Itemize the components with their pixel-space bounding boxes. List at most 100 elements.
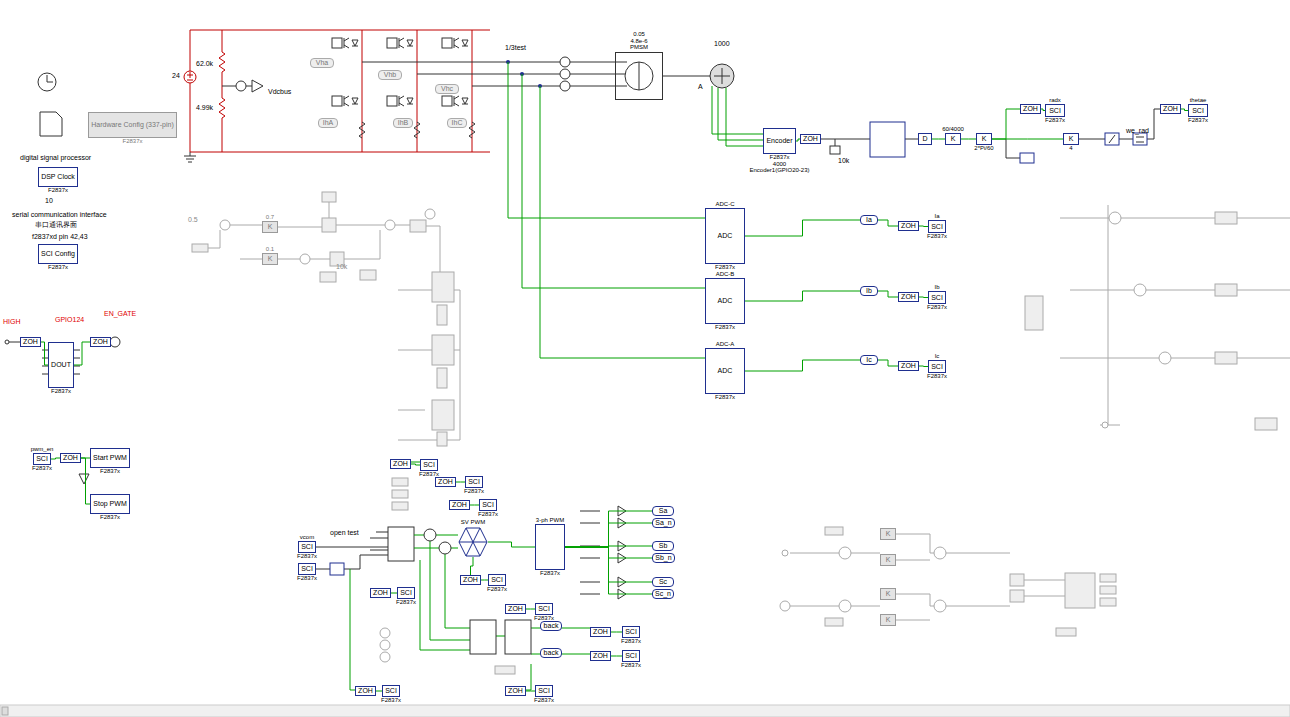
signal-wire: [992, 139, 1063, 140]
heading-stack: Ia: [934, 213, 939, 220]
block-label: DSP Clock: [40, 173, 76, 181]
block-label: K: [885, 616, 892, 624]
caption-stack: F2837x: [32, 465, 52, 472]
hexagon-outline: [458, 527, 488, 557]
annotation-text: open test: [330, 529, 359, 537]
disabled-block: F2837xHardware Config (337-pin): [88, 112, 177, 138]
annotation-text: 10: [45, 197, 53, 205]
function-block: ZOH: [505, 604, 526, 614]
signal-wire: [488, 542, 535, 547]
signal-wire: [565, 511, 652, 547]
block-label: K: [1068, 135, 1075, 143]
annotation-text: 0.5: [188, 216, 198, 224]
block-label: ZOH: [802, 135, 819, 143]
signal-wire: [611, 656, 622, 657]
caption-stack: F2837x: [51, 388, 71, 395]
block-label: ZOH: [1162, 105, 1179, 113]
function-block: F2837xStart PWM: [90, 448, 130, 468]
function-block: ZOH: [370, 588, 391, 598]
heading-stack: 0.1: [266, 246, 274, 253]
block-caption: F2837x: [715, 264, 735, 271]
annotation-text: 24: [172, 72, 180, 80]
block-label: Vhb: [383, 71, 397, 79]
signal-wire: [526, 691, 535, 692]
caption-stack: F2837x: [487, 586, 507, 593]
function-block: F2837xDOUT: [48, 342, 74, 388]
signal-wire: [878, 291, 898, 297]
caption-stack: F2837x: [927, 304, 947, 311]
disabled-block: K: [880, 554, 896, 566]
disabled-block: K: [880, 614, 896, 626]
caption-stack: F2837x: [540, 570, 560, 577]
function-block: F2837x4000Encoder1(GPIO20-23)Encoder: [763, 128, 796, 154]
block-heading: 0.05: [633, 31, 645, 38]
signal-wire: [932, 139, 945, 140]
block-heading: ADC-B: [716, 271, 735, 278]
block-label: SCI: [537, 687, 551, 695]
block-label: SCI: [481, 501, 495, 509]
block-label: K: [267, 223, 274, 231]
block-label: ZOH: [62, 454, 79, 462]
disabled-block: 0.1K: [262, 253, 278, 265]
disabled-block: K: [880, 528, 896, 540]
block-label: ZOH: [1022, 105, 1039, 113]
block-label: SCI: [35, 455, 49, 463]
caption-stack: 2*Pi/60: [974, 145, 993, 152]
annotation-text: 10k: [838, 157, 849, 165]
caption-stack: F2837x4000Encoder1(GPIO20-23): [749, 154, 809, 174]
block-caption: F2837x: [1188, 117, 1208, 124]
caption-stack: F2837x: [478, 511, 498, 518]
block-label: IhB: [397, 119, 410, 127]
annotation-text: EN_GATE: [104, 310, 136, 318]
block-heading: vcom: [300, 534, 314, 541]
signal-wire: [470, 505, 479, 506]
caption-stack: F2837x: [100, 514, 120, 521]
block-label: Stop PWM: [92, 500, 127, 508]
block-caption: F2837x: [100, 468, 120, 475]
disabled-signal-tag: IhA: [318, 118, 338, 128]
block-caption: F2837x: [621, 662, 641, 669]
signal-wire: [51, 458, 60, 459]
signal-wire: [878, 360, 898, 366]
caption-stack: F2837x: [48, 187, 68, 194]
block-label: ZOH: [900, 222, 917, 230]
function-block: 3-ph PWMF2837x: [535, 524, 565, 570]
heading-stack: radx: [1049, 97, 1061, 104]
heading-stack: vcom: [300, 534, 314, 541]
annotation-text: we_rad: [1126, 127, 1149, 135]
block-label: Sc_n: [654, 590, 672, 598]
caption-stack: F2837x: [715, 394, 735, 401]
function-block: D: [918, 133, 932, 145]
block-caption: F2837x: [122, 138, 142, 145]
heading-stack: ADC-C: [716, 201, 735, 208]
block-label: ZOH: [372, 589, 389, 597]
block-label: Encoder: [765, 137, 793, 145]
function-block: ZOH: [590, 651, 611, 661]
block-heading: radx: [1049, 97, 1061, 104]
block-heading: Ia: [934, 213, 939, 220]
block-label: back: [543, 649, 560, 657]
block-label: SCI: [467, 478, 481, 486]
block-heading: SV PWM: [461, 519, 485, 526]
caption-stack: F2837x: [396, 599, 416, 606]
block-label: Sb: [658, 542, 669, 550]
block-label: back: [543, 622, 560, 630]
block-label: ZOH: [592, 652, 609, 660]
caption-stack: F2837x: [534, 697, 554, 704]
block-label: SCI: [930, 294, 944, 302]
function-block: F2837xStop PWM: [90, 494, 130, 514]
function-block: ADC-CF2837xADC: [705, 208, 745, 264]
annotation-text: 10k: [336, 263, 347, 271]
block-label: DOUT: [50, 361, 72, 369]
block-label: SCI: [490, 576, 504, 584]
block-label: Sb_n: [654, 554, 672, 562]
caption-stack: F2837x: [381, 697, 401, 704]
block-label: ADC: [717, 297, 734, 305]
signal-wire: [919, 226, 928, 228]
block-heading: 3-ph PWM: [536, 517, 564, 524]
block-label: ZOH: [462, 576, 479, 584]
block-label: ZOH: [392, 460, 409, 468]
annotation-text: 4.99k: [196, 104, 213, 112]
